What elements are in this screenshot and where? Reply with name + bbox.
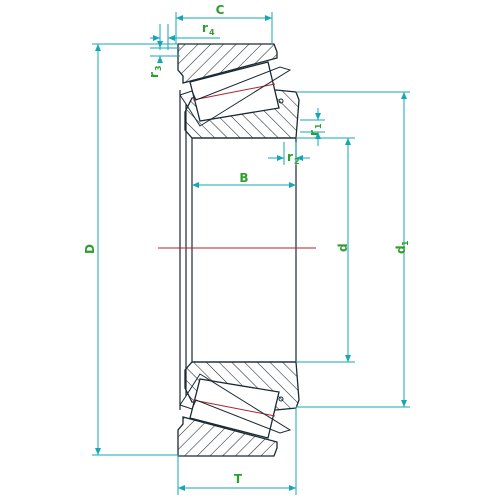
label-r1: r [307,130,321,136]
label-C: C [216,3,225,17]
dimension-lines [92,12,410,495]
roller-top-axis [192,83,276,101]
cage-top [179,66,292,127]
label-d1-sub: 1 [401,240,410,246]
label-r3-sub: 3 [154,65,163,71]
label-T: T [234,472,243,486]
label-r2: r [287,150,293,164]
label-D: D [83,244,97,254]
outer-ring-bottom [177,416,278,457]
roller-bottom-end-dot [278,396,284,402]
outer-ring-top [177,43,278,84]
label-r4: r [202,21,208,35]
cage-bottom [179,373,292,434]
label-r2-sub: 2 [294,157,300,166]
roller-bottom-axis [192,399,276,417]
label-r1-sub: 1 [314,123,323,129]
label-d1: d [394,245,408,254]
label-r4-sub: 4 [209,28,215,37]
label-B: B [239,171,248,185]
roller-top-end-dot [278,98,284,104]
label-d: d [336,243,350,252]
label-r3: r [147,72,161,78]
